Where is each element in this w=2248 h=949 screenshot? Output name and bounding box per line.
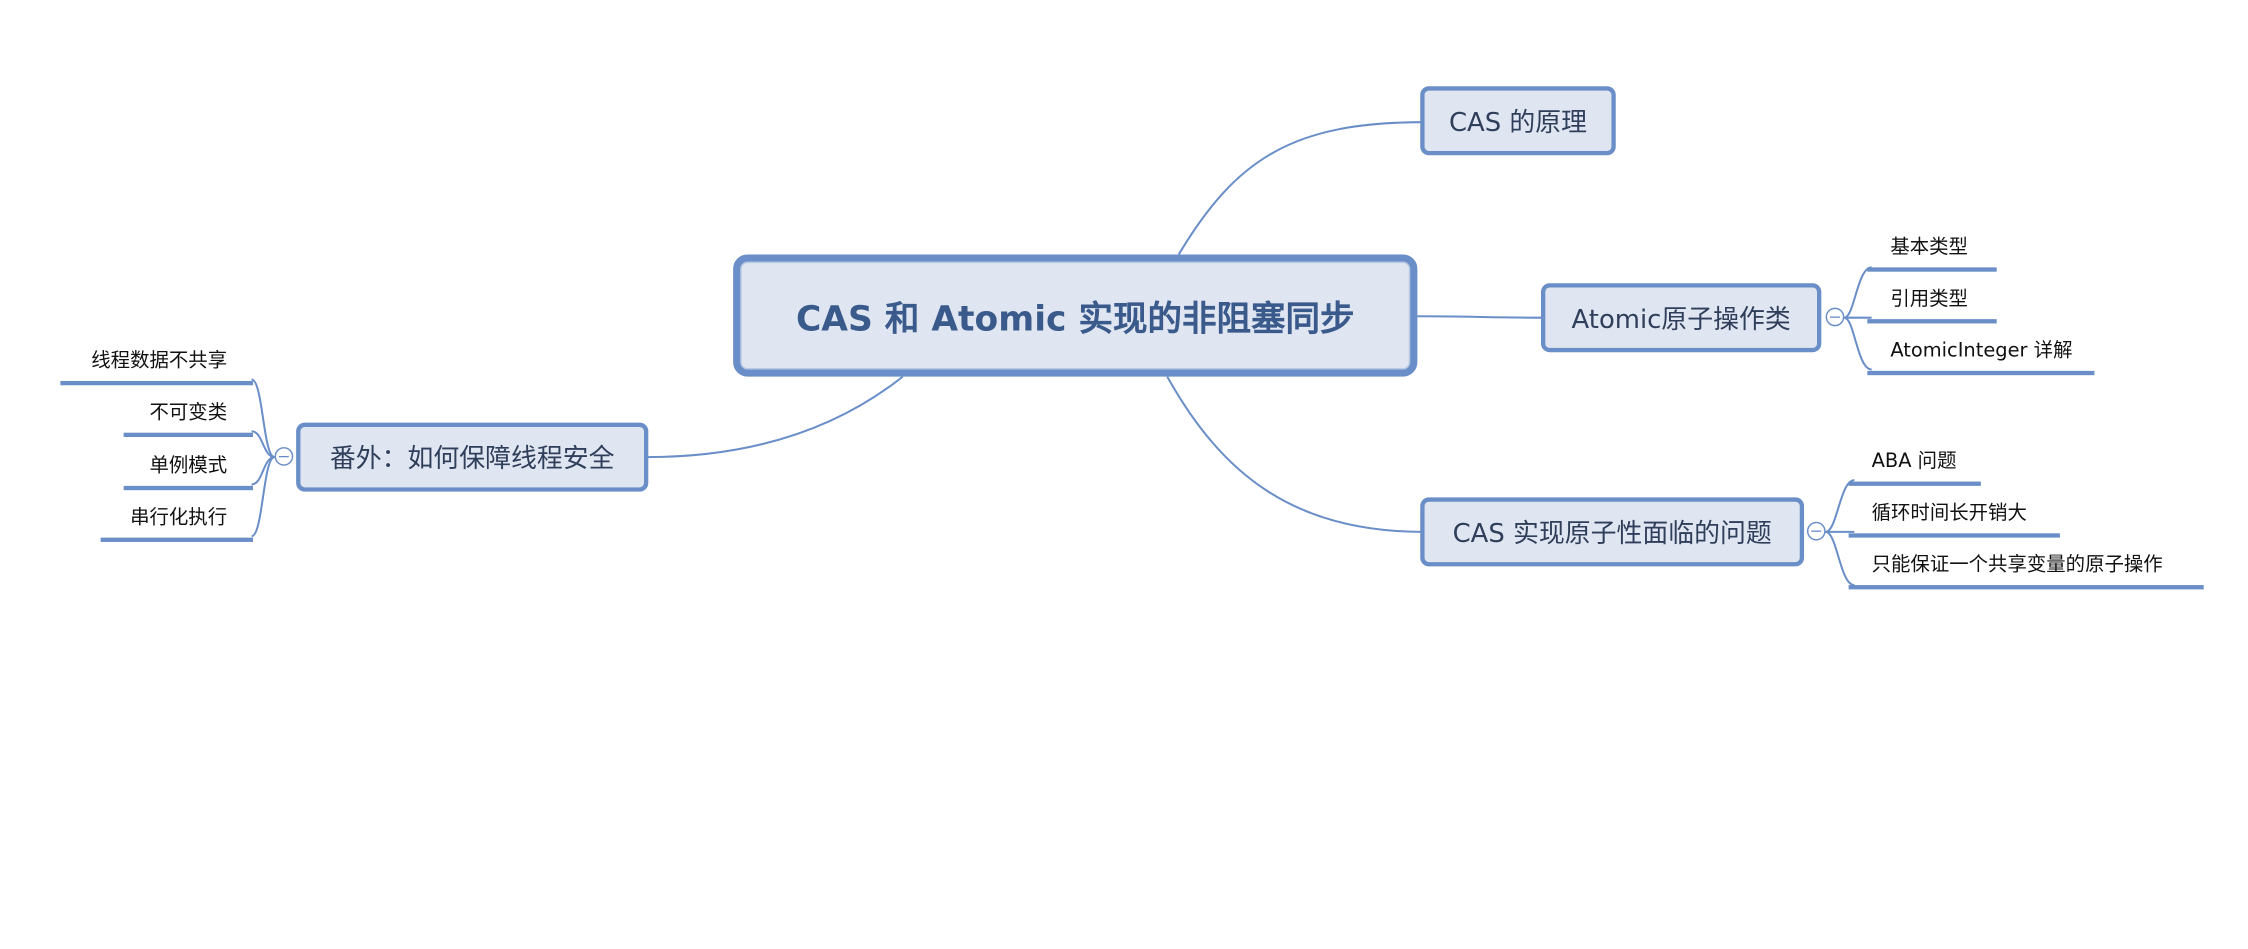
link-atomic-child-3 — [1843, 316, 1872, 371]
subtopic-reference-types-label: 引用类型 — [1890, 287, 1968, 311]
subtopic-singleton-label: 单例模式 — [149, 454, 228, 478]
subtopic-aba-problem-label: ABA 问题 — [1871, 449, 1957, 473]
subtopic-atomicinteger[interactable]: AtomicInteger 详解 — [1867, 334, 2095, 376]
link-root-atomic — [1417, 315, 1543, 319]
topic-cas-problems[interactable]: CAS 实现原子性面临的问题 — [1420, 497, 1805, 567]
subtopic-atomicinteger-label: AtomicInteger 详解 — [1890, 339, 2073, 363]
subtopic-serial-execution[interactable]: 串行化执行 — [100, 500, 253, 542]
topic-cas-principle-label: CAS 的原理 — [1448, 107, 1588, 138]
collapse-atomic-icon[interactable]: − — [1825, 307, 1845, 327]
topic-cas-principle[interactable]: CAS 的原理 — [1420, 86, 1616, 156]
topic-atomic-classes-label: Atomic原子操作类 — [1571, 304, 1791, 335]
link-extra-child-1 — [251, 378, 276, 459]
subtopic-no-shared-data-label: 线程数据不共享 — [91, 349, 228, 373]
topic-thread-safety[interactable]: 番外：如何保障线程安全 — [296, 422, 649, 492]
subtopic-single-variable-label: 只能保证一个共享变量的原子操作 — [1871, 553, 2163, 577]
link-extra-child-2 — [251, 430, 275, 459]
topic-atomic-classes[interactable]: Atomic原子操作类 — [1541, 283, 1822, 353]
link-root-extra — [646, 375, 904, 459]
subtopic-single-variable[interactable]: 只能保证一个共享变量的原子操作 — [1848, 548, 2204, 590]
root-topic[interactable]: CAS 和 Atomic 实现的非阻塞同步 — [733, 254, 1418, 377]
connector-lines — [251, 121, 1872, 587]
link-root-principle — [1177, 121, 1424, 255]
collapse-problems-icon[interactable]: − — [1806, 521, 1826, 541]
subtopic-basic-types[interactable]: 基本类型 — [1867, 230, 1997, 272]
subtopic-immutable-class[interactable]: 不可变类 — [123, 395, 253, 437]
subtopic-basic-types-label: 基本类型 — [1890, 235, 1968, 259]
subtopic-singleton[interactable]: 单例模式 — [123, 449, 253, 491]
root-topic-label: CAS 和 Atomic 实现的非阻塞同步 — [795, 299, 1355, 340]
subtopic-reference-types[interactable]: 引用类型 — [1867, 282, 1997, 324]
subtopic-loop-overhead-label: 循环时间长开销大 — [1871, 501, 2027, 525]
subtopic-aba-problem[interactable]: ABA 问题 — [1848, 444, 1981, 486]
subtopic-serial-execution-label: 串行化执行 — [130, 506, 228, 529]
link-root-problems — [1166, 376, 1424, 533]
link-problems-child-3 — [1825, 530, 1855, 587]
subtopic-loop-overhead[interactable]: 循环时间长开销大 — [1848, 496, 2060, 538]
collapse-extra-icon[interactable]: − — [274, 447, 294, 466]
subtopic-no-shared-data[interactable]: 线程数据不共享 — [60, 344, 253, 386]
link-extra-child-4 — [251, 456, 276, 538]
topic-thread-safety-label: 番外：如何保障线程安全 — [329, 444, 615, 475]
topic-cas-problems-label: CAS 实现原子性面临的问题 — [1452, 518, 1772, 550]
subtopic-immutable-class-label: 不可变类 — [149, 401, 228, 425]
